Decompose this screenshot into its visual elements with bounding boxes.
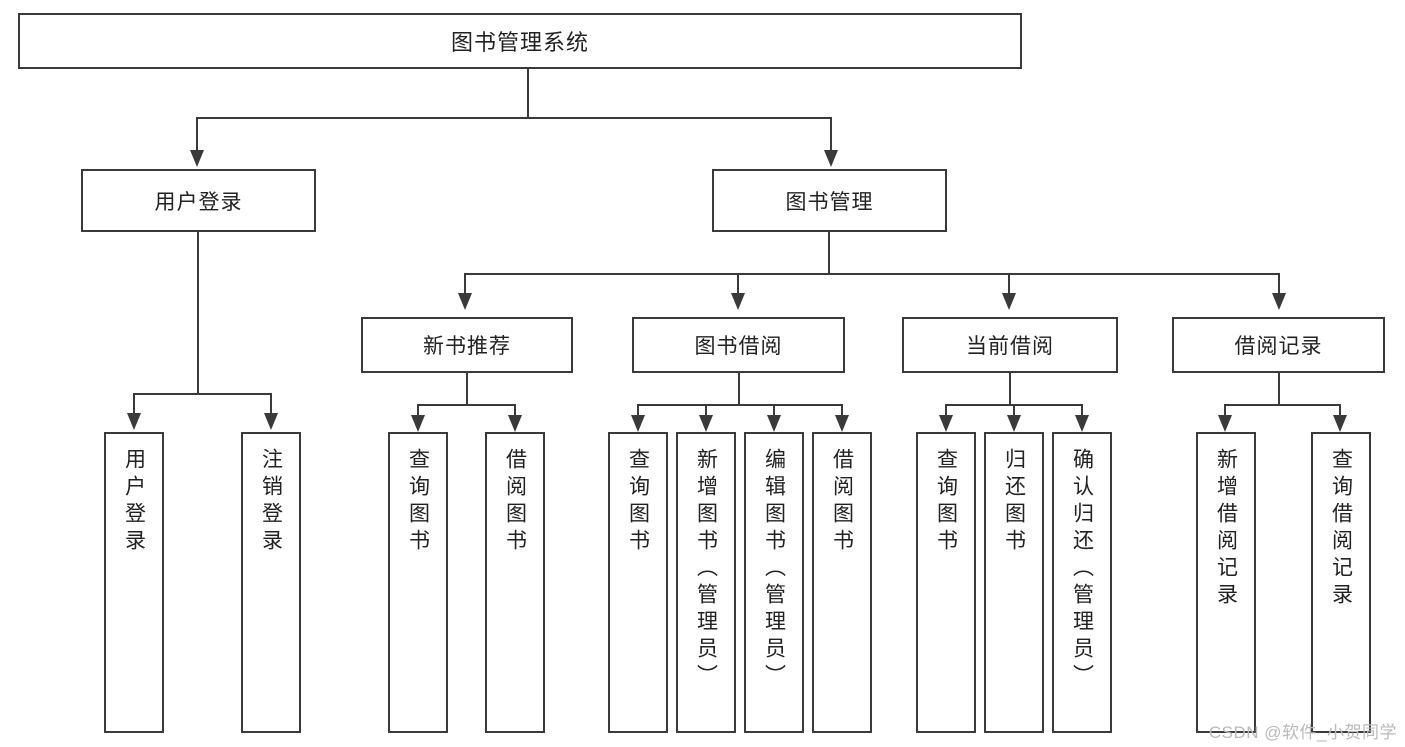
connector-book-manage-stem — [828, 232, 830, 275]
connector-book-borrow-stem — [738, 373, 740, 406]
arrow-user-login-to-leaf-1 — [127, 413, 141, 430]
connector-current-borrow-l3 — [1081, 404, 1083, 417]
arrow-book-borrow-to-leaf-1 — [631, 415, 645, 432]
leaf-label: 借阅图书 — [830, 448, 854, 556]
node-book-management[interactable]: 图书管理 — [712, 169, 947, 232]
connector-borrow-record-l2 — [1339, 404, 1341, 417]
node-borrow-record[interactable]: 借阅记录 — [1172, 317, 1385, 373]
leaf-user-login-1[interactable]: 用户登录 — [104, 432, 164, 733]
arrow-book-borrow-to-leaf-2 — [699, 415, 713, 432]
connector-user-login-bar — [133, 393, 272, 395]
arrow-book-borrow-to-leaf-4 — [835, 415, 849, 432]
leaf-label: 查询图书 — [934, 448, 958, 556]
connector-root-to-user-login — [196, 117, 198, 152]
leaf-label: 借阅图书 — [503, 448, 527, 556]
arrow-root-to-book-manage — [824, 150, 838, 167]
connector-borrow-record-stem — [1278, 373, 1280, 406]
leaf-book-borrow-2[interactable]: 新增图书（管理员） — [676, 432, 736, 733]
arrow-root-to-user-login — [190, 150, 204, 167]
connector-current-borrow-stem — [1009, 373, 1011, 406]
leaf-new-book-1[interactable]: 查询图书 — [388, 432, 448, 733]
leaf-label: 新增图书（管理员） — [694, 448, 718, 691]
leaf-book-borrow-3[interactable]: 编辑图书（管理员） — [744, 432, 804, 733]
node-book-borrow[interactable]: 图书借阅 — [632, 317, 845, 373]
leaf-book-borrow-1[interactable]: 查询图书 — [608, 432, 668, 733]
node-current-borrow[interactable]: 当前借阅 — [902, 317, 1118, 373]
arrow-book-manage-to-borrow-record — [1272, 293, 1286, 310]
leaf-current-borrow-3[interactable]: 确认归还（管理员） — [1052, 432, 1112, 733]
leaf-borrow-record-2[interactable]: 查询借阅记录 — [1311, 432, 1371, 733]
arrow-current-borrow-to-leaf-3 — [1075, 415, 1089, 432]
leaf-book-borrow-4[interactable]: 借阅图书 — [812, 432, 872, 733]
leaf-label: 确认归还（管理员） — [1070, 448, 1094, 691]
connector-root-stem — [527, 69, 529, 119]
leaf-user-login-2[interactable]: 注销登录 — [241, 432, 301, 733]
connector-borrow-record-l1 — [1224, 404, 1226, 417]
connector-new-book-l1 — [417, 404, 419, 417]
leaf-borrow-record-1[interactable]: 新增借阅记录 — [1196, 432, 1256, 733]
connector-new-book-l2 — [514, 404, 516, 417]
watermark-text: CSDN @软件_小贺同学 — [1208, 723, 1397, 742]
connector-book-manage-bar — [464, 273, 1280, 275]
arrow-book-manage-to-new-book — [458, 293, 472, 310]
connector-borrow-record-bar — [1224, 404, 1341, 406]
arrow-current-borrow-to-leaf-1 — [939, 415, 953, 432]
connector-book-borrow-l4 — [841, 404, 843, 417]
leaf-label: 查询图书 — [406, 448, 430, 556]
connector-root-to-book-manage — [830, 117, 832, 152]
arrow-borrow-record-to-leaf-1 — [1218, 415, 1232, 432]
leaf-label: 查询图书 — [626, 448, 650, 556]
connector-current-borrow-l1 — [945, 404, 947, 417]
connector-book-borrow-l1 — [637, 404, 639, 417]
node-user-login[interactable]: 用户登录 — [81, 169, 316, 232]
connector-current-borrow-l2 — [1013, 404, 1015, 417]
connector-new-book-stem — [466, 373, 468, 406]
connector-book-manage-c1 — [464, 273, 466, 295]
leaf-label: 归还图书 — [1002, 448, 1026, 556]
connector-user-login-left — [133, 393, 135, 415]
connector-user-login-right — [270, 393, 272, 415]
leaf-new-book-2[interactable]: 借阅图书 — [485, 432, 545, 733]
node-new-book-recommend[interactable]: 新书推荐 — [361, 317, 573, 373]
connector-book-borrow-l3 — [773, 404, 775, 417]
connector-book-borrow-l2 — [705, 404, 707, 417]
arrow-book-manage-to-current-borrow — [1002, 293, 1016, 310]
leaf-label: 注销登录 — [259, 448, 283, 556]
connector-user-login-stem — [197, 232, 199, 395]
connector-book-manage-c3 — [1008, 273, 1010, 295]
node-root-system[interactable]: 图书管理系统 — [18, 13, 1022, 69]
arrow-borrow-record-to-leaf-2 — [1333, 415, 1347, 432]
arrow-book-borrow-to-leaf-3 — [767, 415, 781, 432]
arrow-book-manage-to-book-borrow — [731, 293, 745, 310]
leaf-current-borrow-2[interactable]: 归还图书 — [984, 432, 1044, 733]
arrow-new-book-to-leaf-1 — [411, 415, 425, 432]
connector-book-manage-c2 — [737, 273, 739, 295]
arrow-user-login-to-leaf-2 — [264, 413, 278, 430]
arrow-current-borrow-to-leaf-2 — [1007, 415, 1021, 432]
connector-book-borrow-bar — [637, 404, 843, 406]
leaf-label: 用户登录 — [122, 448, 146, 556]
leaf-label: 查询借阅记录 — [1329, 448, 1353, 610]
leaf-current-borrow-1[interactable]: 查询图书 — [916, 432, 976, 733]
leaf-label: 新增借阅记录 — [1214, 448, 1238, 610]
leaf-label: 编辑图书（管理员） — [762, 448, 786, 691]
connector-book-manage-c4 — [1278, 273, 1280, 295]
arrow-new-book-to-leaf-2 — [508, 415, 522, 432]
connector-root-bar — [196, 117, 832, 119]
connector-new-book-bar — [417, 404, 516, 406]
